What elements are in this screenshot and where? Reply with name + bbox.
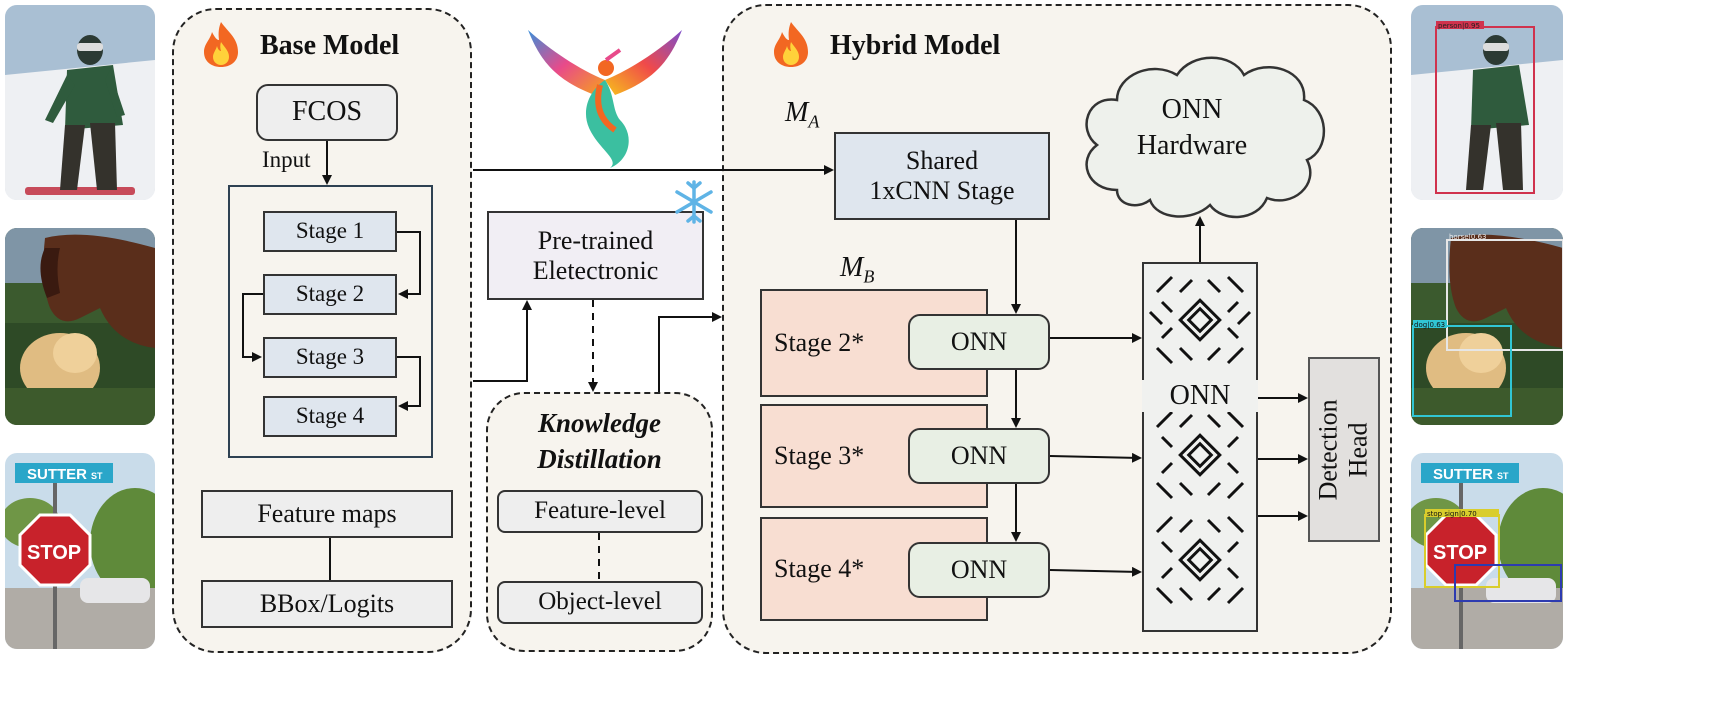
label-stop-sign: stop sign|0.70 xyxy=(1427,510,1477,518)
snowflake-icon xyxy=(675,180,713,224)
object-level-box: Object-level xyxy=(497,581,703,624)
base-model-title: Base Model xyxy=(260,30,400,61)
pretrained-electronic-box: Pre-trained Eletectronic xyxy=(487,211,704,300)
photo-stop-sign-detected: SUTTER ST STOP stop sign|0.70 xyxy=(1411,453,1563,649)
label-dog: dog|0.63 xyxy=(1414,321,1445,329)
stage-container xyxy=(228,185,433,458)
photo-horse-dog xyxy=(5,228,155,425)
shared-cnn-stage-label: Shared 1xCNN Stage xyxy=(869,146,1015,205)
svg-text:STOP: STOP xyxy=(1433,542,1487,564)
input-label: Input xyxy=(262,147,311,172)
hybrid-model-title: Hybrid Model xyxy=(830,30,1001,61)
svg-text:SUTTER: SUTTER xyxy=(1433,466,1493,483)
label-person: person|0.95 xyxy=(1438,22,1480,30)
pretrained-electronic-label: Pre-trained Eletectronic xyxy=(532,225,659,285)
onn-hardware-label: ONN Hardware xyxy=(1136,94,1248,162)
stop-text: STOP xyxy=(27,542,81,564)
detection-head-box: Detection Head xyxy=(1308,357,1380,542)
bbox-logits-box: BBox/Logits xyxy=(201,580,453,628)
stage-1-box: Stage 1 xyxy=(263,211,397,252)
photo-snowboarder xyxy=(5,5,155,200)
fcos-box: FCOS xyxy=(256,84,398,141)
flame-icon xyxy=(774,22,808,67)
kd-title: Knowledge Distillation xyxy=(537,408,662,475)
stage-2-box: Stage 2 xyxy=(263,274,397,315)
cloud-shape xyxy=(1085,56,1326,219)
street-sign-text: SUTTER xyxy=(27,466,87,483)
mb-label: MB xyxy=(840,252,875,287)
feature-level-box: Feature-level xyxy=(497,490,703,533)
feature-maps-box: Feature maps xyxy=(201,490,453,538)
label-horse: horse|0.63 xyxy=(1449,233,1487,241)
photo-stop-sign: SUTTER ST STOP xyxy=(5,453,155,649)
stage-3-box: Stage 3 xyxy=(263,337,397,378)
svg-text:ST: ST xyxy=(1497,471,1509,481)
shared-cnn-stage-box: Shared 1xCNN Stage xyxy=(834,132,1050,220)
svg-text:ST: ST xyxy=(91,471,103,481)
phoenix-logo xyxy=(528,30,682,168)
photo-horse-dog-detected: horse|0.63 dog|0.63 xyxy=(1411,228,1563,425)
onn-grating-pattern xyxy=(1148,275,1252,605)
onn-big-label: ONN xyxy=(1142,380,1258,412)
stage-4-box: Stage 4 xyxy=(263,396,397,437)
onn-block-stage-3: ONN xyxy=(908,428,1050,484)
photo-snowboarder-detected: person|0.95 xyxy=(1411,5,1563,200)
ma-label: MA xyxy=(785,97,820,132)
onn-block-stage-2: ONN xyxy=(908,314,1050,370)
flame-icon xyxy=(204,22,238,67)
onn-block-stage-4: ONN xyxy=(908,542,1050,598)
